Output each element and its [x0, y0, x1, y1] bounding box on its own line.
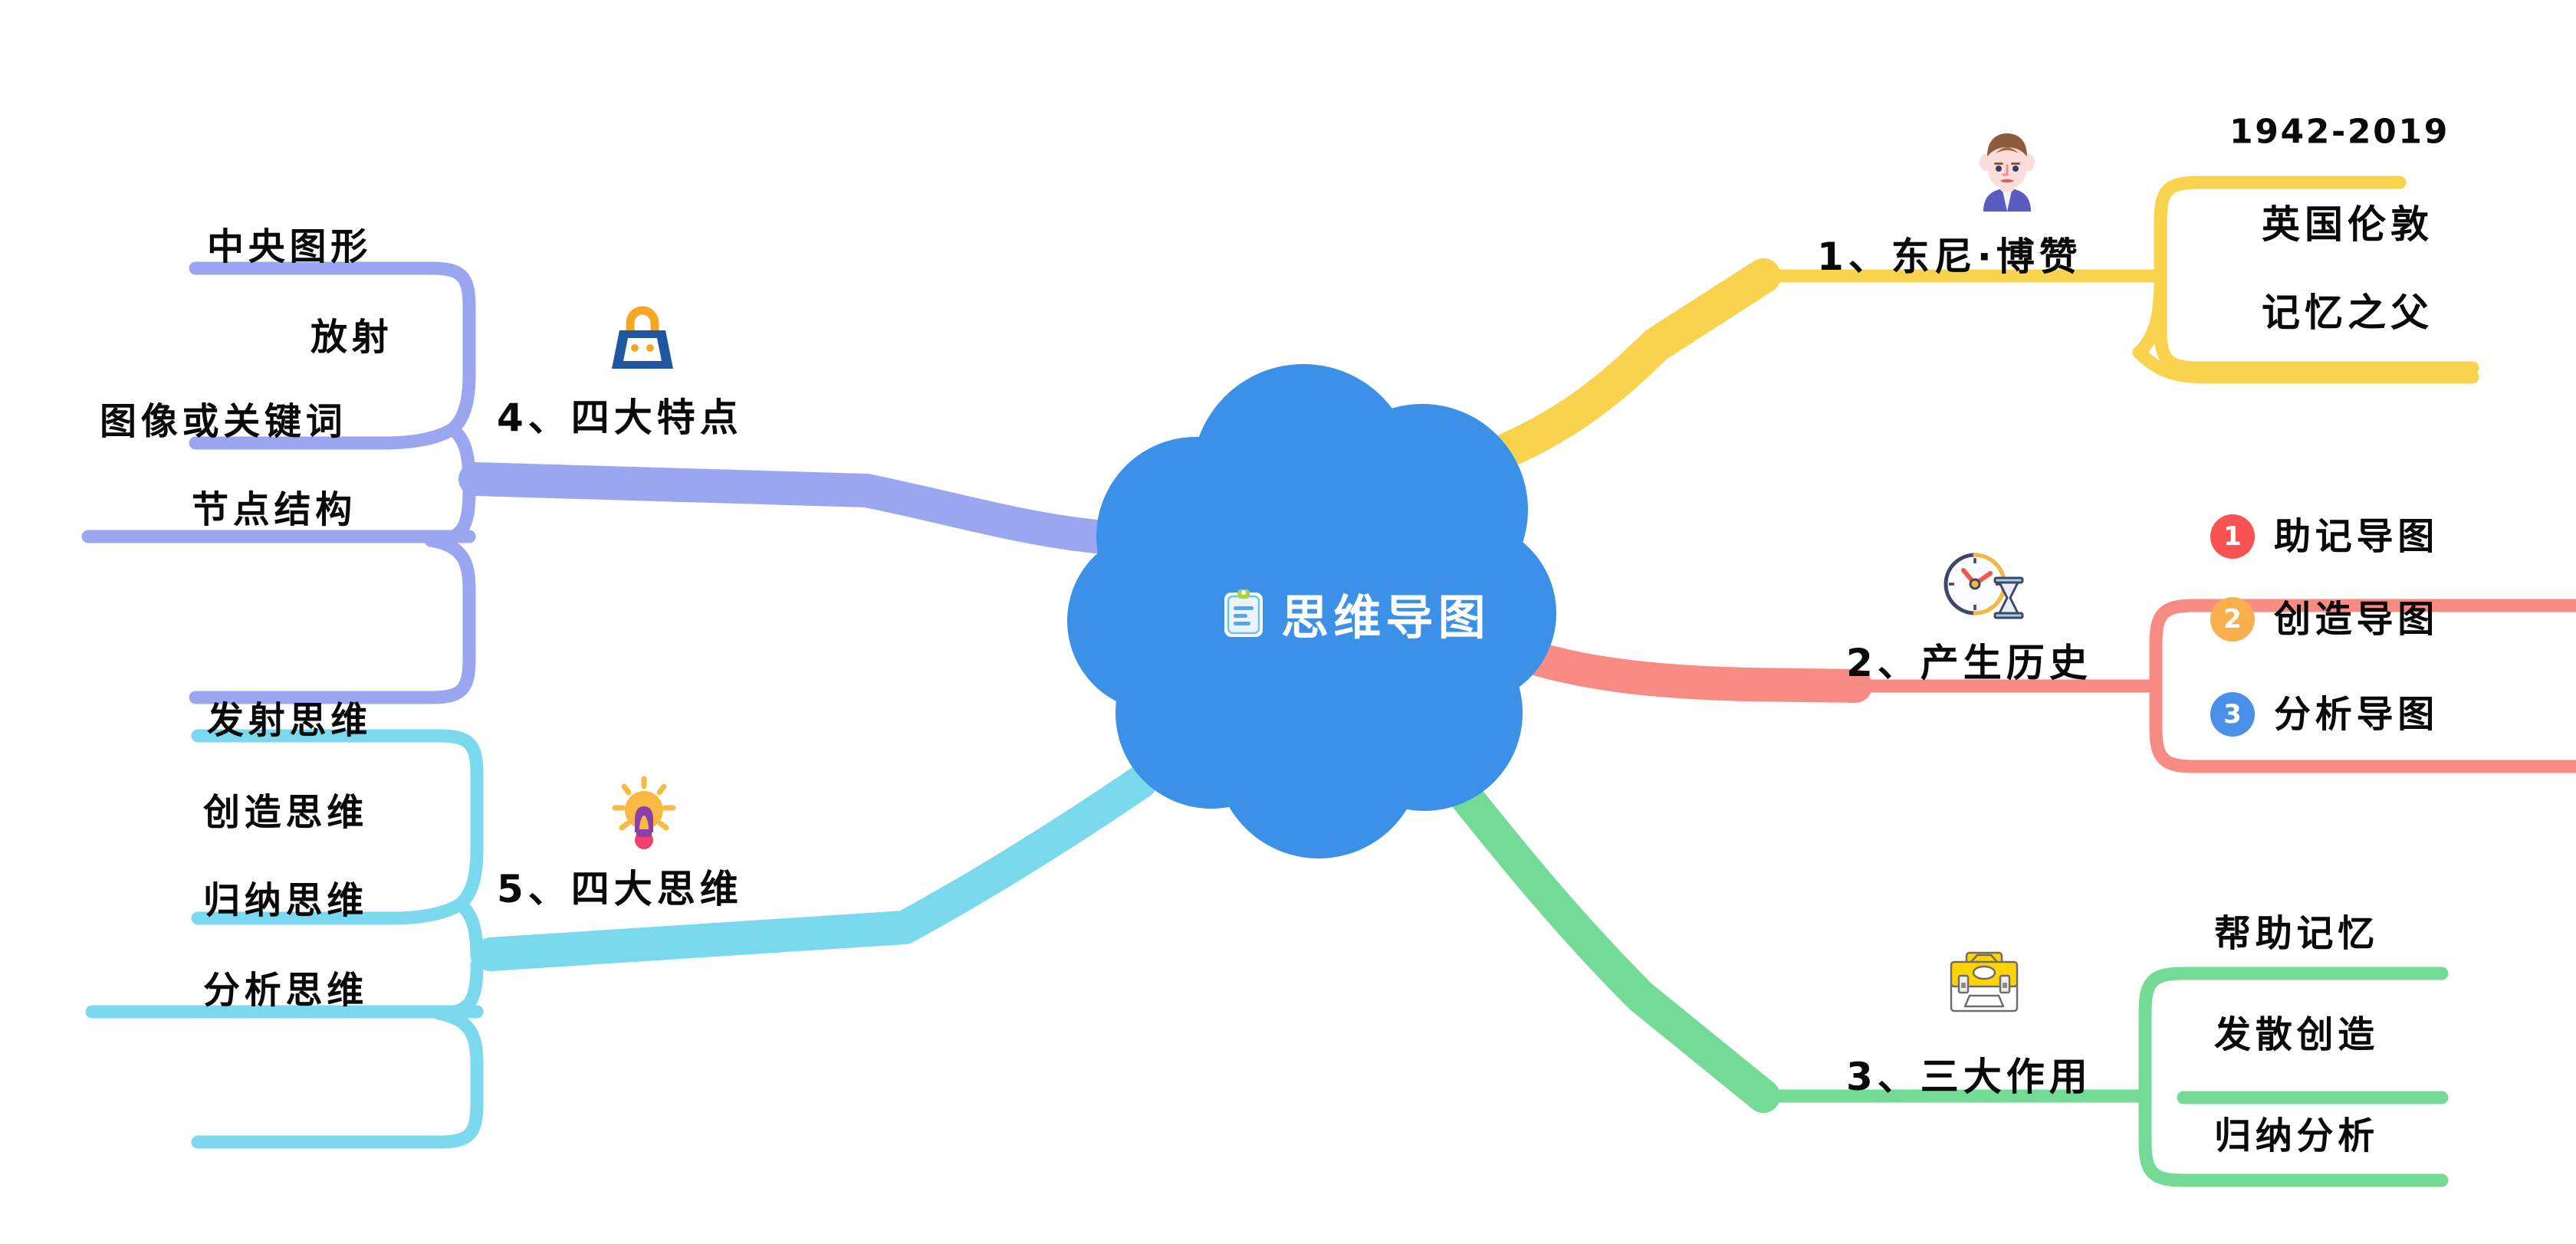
branch-child-label-analysis-map[interactable]: 分析导图 [2274, 693, 2440, 736]
branch-child-label-help-memory[interactable]: 帮助记忆 [2214, 912, 2380, 955]
badge-number-1: 1 [2210, 514, 2255, 559]
clock-hourglass-icon [1937, 546, 2032, 622]
branch-child-label-radiant[interactable]: 放射 [310, 316, 393, 359]
branch-child-label-divergent-creation[interactable]: 发散创造 [2214, 1013, 2380, 1056]
lightbulb-icon [609, 776, 679, 849]
badge-number-2: 2 [2210, 597, 2255, 642]
toolbox-icon [1944, 948, 2025, 1019]
branch-child-label-inductive-thinking[interactable]: 归纳思维 [203, 879, 369, 922]
branch-label-four-features[interactable]: 4、四大特点 [497, 396, 743, 440]
branch-line-four-features [81, 261, 1113, 704]
person-avatar-icon [1965, 129, 2049, 221]
tony-buzan-years: 1942-2019 [2229, 112, 2450, 152]
shopping-bag-icon [607, 304, 678, 375]
branch-child-label-mnemonic-map[interactable]: 助记导图 [2274, 515, 2440, 558]
central-node[interactable]: 思维导图 [1223, 579, 1490, 648]
branch-child-label-analytic-thinking[interactable]: 分析思维 [203, 969, 369, 1012]
branch-child-label-creative-map[interactable]: 创造导图 [2274, 598, 2440, 641]
branch-child-label-image-or-keyword[interactable]: 图像或关键词 [100, 400, 347, 443]
branch-label-tony-buzan[interactable]: 1、东尼·博赞 [1817, 235, 2082, 279]
branch-child-label-inductive-analysis[interactable]: 归纳分析 [2214, 1114, 2380, 1157]
branch-child-label-node-structure[interactable]: 节点结构 [192, 488, 357, 531]
branch-label-history[interactable]: 2、产生历史 [1846, 641, 2092, 685]
branch-child-label-radiant-thinking[interactable]: 发射思维 [207, 699, 373, 742]
branch-child-label-central-image[interactable]: 中央图形 [207, 225, 373, 268]
branch-child-label-london[interactable]: 英国伦敦 [2262, 202, 2433, 247]
branch-label-three-uses[interactable]: 3、三大作用 [1846, 1055, 2092, 1099]
branch-child-label-creative-thinking[interactable]: 创造思维 [203, 791, 369, 834]
branch-label-four-thinking[interactable]: 5、四大思维 [497, 867, 743, 911]
central-node-title: 思维导图 [1281, 589, 1490, 645]
branch-child-label-father-of-memory[interactable]: 记忆之父 [2262, 290, 2433, 335]
clipboard-icon [1223, 588, 1264, 638]
badge-number-3: 3 [2210, 692, 2255, 737]
